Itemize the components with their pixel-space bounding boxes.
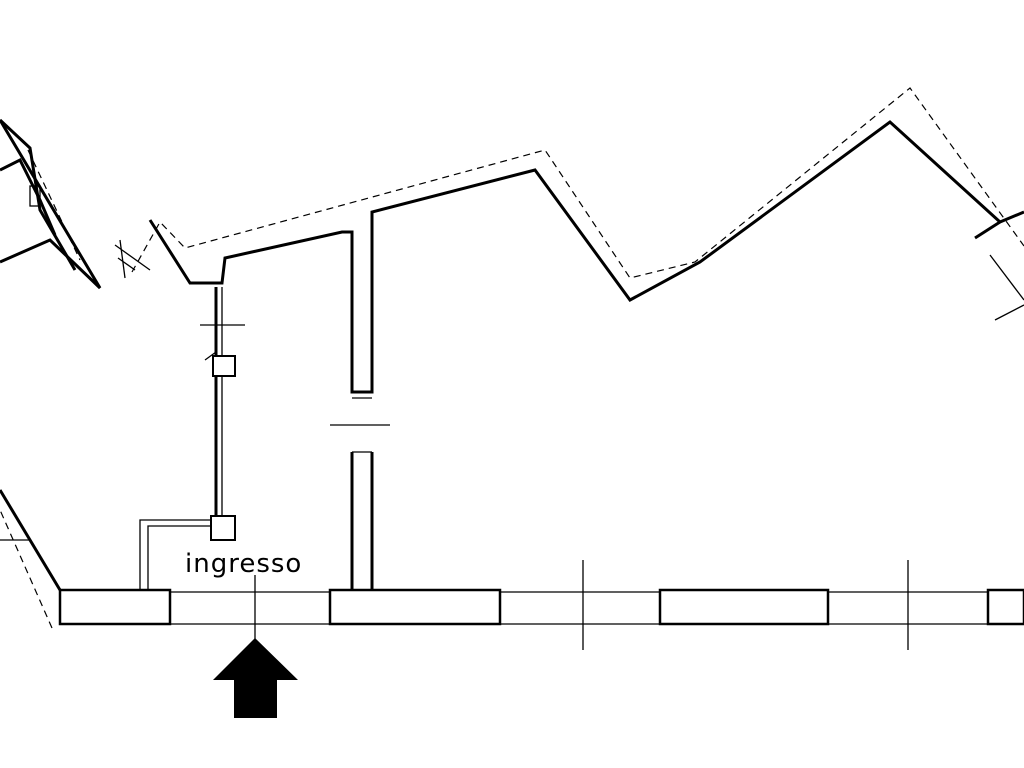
facade-wall-bottom — [58, 560, 1024, 650]
pillar — [212, 355, 236, 377]
interior-partition — [139, 287, 245, 590]
exterior-wall-top — [0, 118, 1024, 394]
exterior-wall-left — [0, 489, 62, 591]
property-boundary — [0, 87, 1024, 629]
window-mark-top-left — [114, 239, 151, 279]
entrance-arrow-icon — [213, 638, 298, 718]
entrance-label: ingresso — [185, 549, 302, 579]
door-central-wall — [330, 397, 390, 592]
pillar — [210, 515, 236, 541]
left-notch — [0, 157, 57, 236]
